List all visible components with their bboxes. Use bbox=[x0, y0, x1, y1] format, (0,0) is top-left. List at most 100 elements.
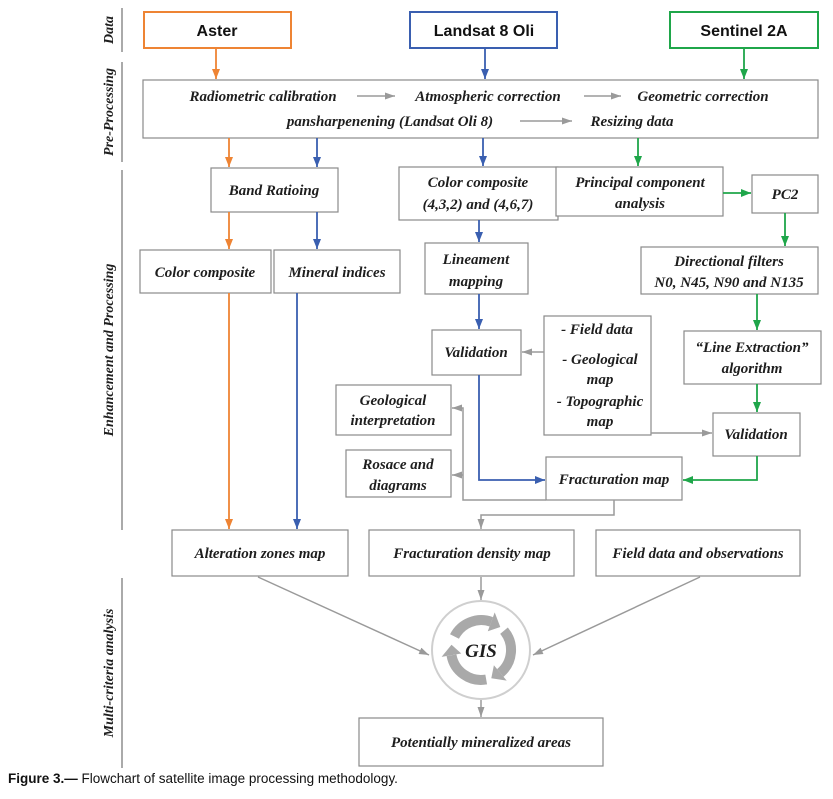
arrow-validation-right-to-fracturation-map bbox=[683, 456, 758, 484]
node-pca: Principal component analysis bbox=[555, 166, 724, 217]
node-geological-interpretation: Geological interpretation bbox=[335, 384, 452, 436]
source-sentinel: Sentinel 2A bbox=[669, 11, 819, 49]
gis-label: GIS bbox=[465, 641, 497, 662]
arrow-validation-left-to-fracturation-map bbox=[478, 375, 545, 484]
figure-caption-text: Flowchart of satellite image processing … bbox=[81, 771, 398, 786]
node-directional-filters-line1: Directional filters bbox=[673, 254, 784, 270]
node-geological-interpretation-line2: interpretation bbox=[350, 413, 435, 429]
node-validation-left-box bbox=[431, 329, 522, 376]
node-alteration-zones-map-label: Alteration zones map bbox=[194, 546, 326, 562]
section-preprocessing: Pre-Processing bbox=[102, 62, 123, 162]
source-aster: Aster bbox=[143, 11, 292, 49]
source-landsat: Landsat 8 Oli bbox=[409, 11, 558, 49]
node-field-data-observations-label: Field data and observations bbox=[611, 546, 783, 562]
flowchart: Data Pre-Processing Enhancement and Proc… bbox=[102, 8, 822, 768]
step-geometric-correction: Geometric correction bbox=[637, 89, 768, 105]
step-atmospheric-correction: Atmospheric correction bbox=[414, 89, 560, 105]
node-fracturation-density-map-box bbox=[368, 529, 575, 577]
node-fracturation-density-map-label: Fracturation density map bbox=[392, 546, 551, 562]
figure-caption: Figure 3.— Flowchart of satellite image … bbox=[8, 771, 398, 786]
node-color-composite-aster-box bbox=[139, 249, 272, 294]
node-field-data-observations-box bbox=[595, 529, 801, 577]
node-color-composite-landsat-line2: (4,3,2) and (4,6,7) bbox=[423, 197, 534, 213]
arrow-fracturation-map-to-density-map bbox=[477, 500, 615, 529]
node-rosace-diagrams: Rosace and diagrams bbox=[345, 449, 452, 498]
node-fracturation-map: Fracturation map bbox=[545, 456, 683, 501]
circular-arrows-icon bbox=[441, 612, 517, 685]
step-radiometric-calibration: Radiometric calibration bbox=[188, 89, 336, 105]
node-potentially-mineralized-areas: Potentially mineralized areas bbox=[358, 717, 604, 767]
node-color-composite-aster: Color composite bbox=[139, 249, 272, 294]
node-pc2-label: PC2 bbox=[772, 187, 799, 203]
step-resizing-data: Resizing data bbox=[590, 114, 674, 130]
node-line-extraction-line1: “Line Extraction” bbox=[696, 340, 809, 356]
node-lineament-mapping-line1: Lineament bbox=[442, 252, 510, 268]
geological-map-item-line1: - Geological bbox=[562, 352, 638, 368]
node-fracturation-map-label: Fracturation map bbox=[558, 472, 670, 488]
source-sentinel-label: Sentinel 2A bbox=[700, 23, 788, 40]
section-enhancement: Enhancement and Processing bbox=[102, 170, 123, 530]
section-data: Data bbox=[102, 8, 123, 52]
node-validation-left-label: Validation bbox=[444, 345, 507, 361]
node-directional-filters-line2: N0, N45, N90 and N135 bbox=[653, 275, 804, 291]
node-field-data-observations: Field data and observations bbox=[595, 529, 801, 577]
node-mineral-indices-box bbox=[273, 249, 401, 294]
node-potentially-mineralized-areas-box bbox=[358, 717, 604, 767]
preprocessing-frame bbox=[142, 79, 819, 139]
node-lineament-mapping-box bbox=[424, 242, 529, 295]
node-color-composite-landsat: Color composite (4,3,2) and (4,6,7) bbox=[398, 166, 559, 221]
node-fracturation-map-box bbox=[545, 456, 683, 501]
section-label-data: Data bbox=[102, 16, 117, 45]
topographic-map-item-line2: map bbox=[587, 414, 614, 430]
node-pca-line1: Principal component bbox=[575, 175, 705, 191]
node-field-data-list: - Field data - Geological map - Topograp… bbox=[543, 315, 652, 436]
node-fracturation-density-map: Fracturation density map bbox=[368, 529, 575, 577]
arrow-alteration-map-to-gis bbox=[257, 576, 430, 656]
arrow-fracturation-map-to-geological-interpretation bbox=[452, 404, 546, 501]
node-geological-interpretation-line1: Geological bbox=[360, 393, 427, 409]
node-band-ratioing-label: Band Ratioing bbox=[228, 183, 320, 199]
node-band-ratioing-box bbox=[210, 167, 339, 213]
node-alteration-zones-map: Alteration zones map bbox=[171, 529, 349, 577]
node-validation-right-box bbox=[712, 412, 801, 457]
section-label-enhancement: Enhancement and Processing bbox=[102, 264, 117, 438]
node-pc2-box bbox=[751, 174, 819, 214]
source-aster-label: Aster bbox=[197, 23, 238, 40]
node-field-data-list-box bbox=[543, 315, 652, 436]
node-color-composite-landsat-line1: Color composite bbox=[428, 175, 529, 191]
node-geological-interpretation-box bbox=[335, 384, 452, 436]
node-directional-filters-box bbox=[640, 246, 819, 295]
node-pca-line2: analysis bbox=[615, 196, 665, 212]
geological-map-item-line2: map bbox=[587, 372, 614, 388]
gis-node: GIS bbox=[431, 600, 531, 700]
arrow-field-observations-to-gis bbox=[532, 576, 701, 656]
section-label-preprocessing: Pre-Processing bbox=[102, 68, 117, 156]
node-rosace-diagrams-line1: Rosace and bbox=[361, 457, 434, 473]
node-mineral-indices-label: Mineral indices bbox=[287, 265, 385, 281]
node-validation-right: Validation bbox=[712, 412, 801, 457]
node-validation-right-label: Validation bbox=[724, 427, 787, 443]
node-rosace-diagrams-box bbox=[345, 449, 452, 498]
source-aster-box bbox=[143, 11, 292, 49]
topographic-map-item-line1: - Topographic bbox=[557, 394, 644, 410]
node-mineral-indices: Mineral indices bbox=[273, 249, 401, 294]
source-landsat-label: Landsat 8 Oli bbox=[434, 23, 534, 40]
node-lineament-mapping-line2: mapping bbox=[449, 274, 504, 290]
section-label-multicriteria: Multi-criteria analysis bbox=[102, 608, 117, 738]
node-line-extraction-line2: algorithm bbox=[722, 361, 783, 377]
source-landsat-box bbox=[409, 11, 558, 49]
node-validation-left: Validation bbox=[431, 329, 522, 376]
node-potentially-mineralized-areas-label: Potentially mineralized areas bbox=[391, 735, 571, 751]
section-multicriteria: Multi-criteria analysis bbox=[102, 578, 123, 768]
node-color-composite-landsat-box bbox=[398, 166, 559, 221]
figure-caption-label: Figure 3.— bbox=[8, 771, 78, 786]
node-directional-filters: Directional filters N0, N45, N90 and N13… bbox=[640, 246, 819, 295]
node-pc2: PC2 bbox=[751, 174, 819, 214]
node-line-extraction: “Line Extraction” algorithm bbox=[683, 330, 822, 385]
node-alteration-zones-map-box bbox=[171, 529, 349, 577]
node-lineament-mapping: Lineament mapping bbox=[424, 242, 529, 295]
preprocessing-box: Radiometric calibration Atmospheric corr… bbox=[142, 79, 819, 139]
node-pca-box bbox=[555, 166, 724, 217]
source-sentinel-box bbox=[669, 11, 819, 49]
field-data-item: - Field data bbox=[561, 322, 633, 338]
